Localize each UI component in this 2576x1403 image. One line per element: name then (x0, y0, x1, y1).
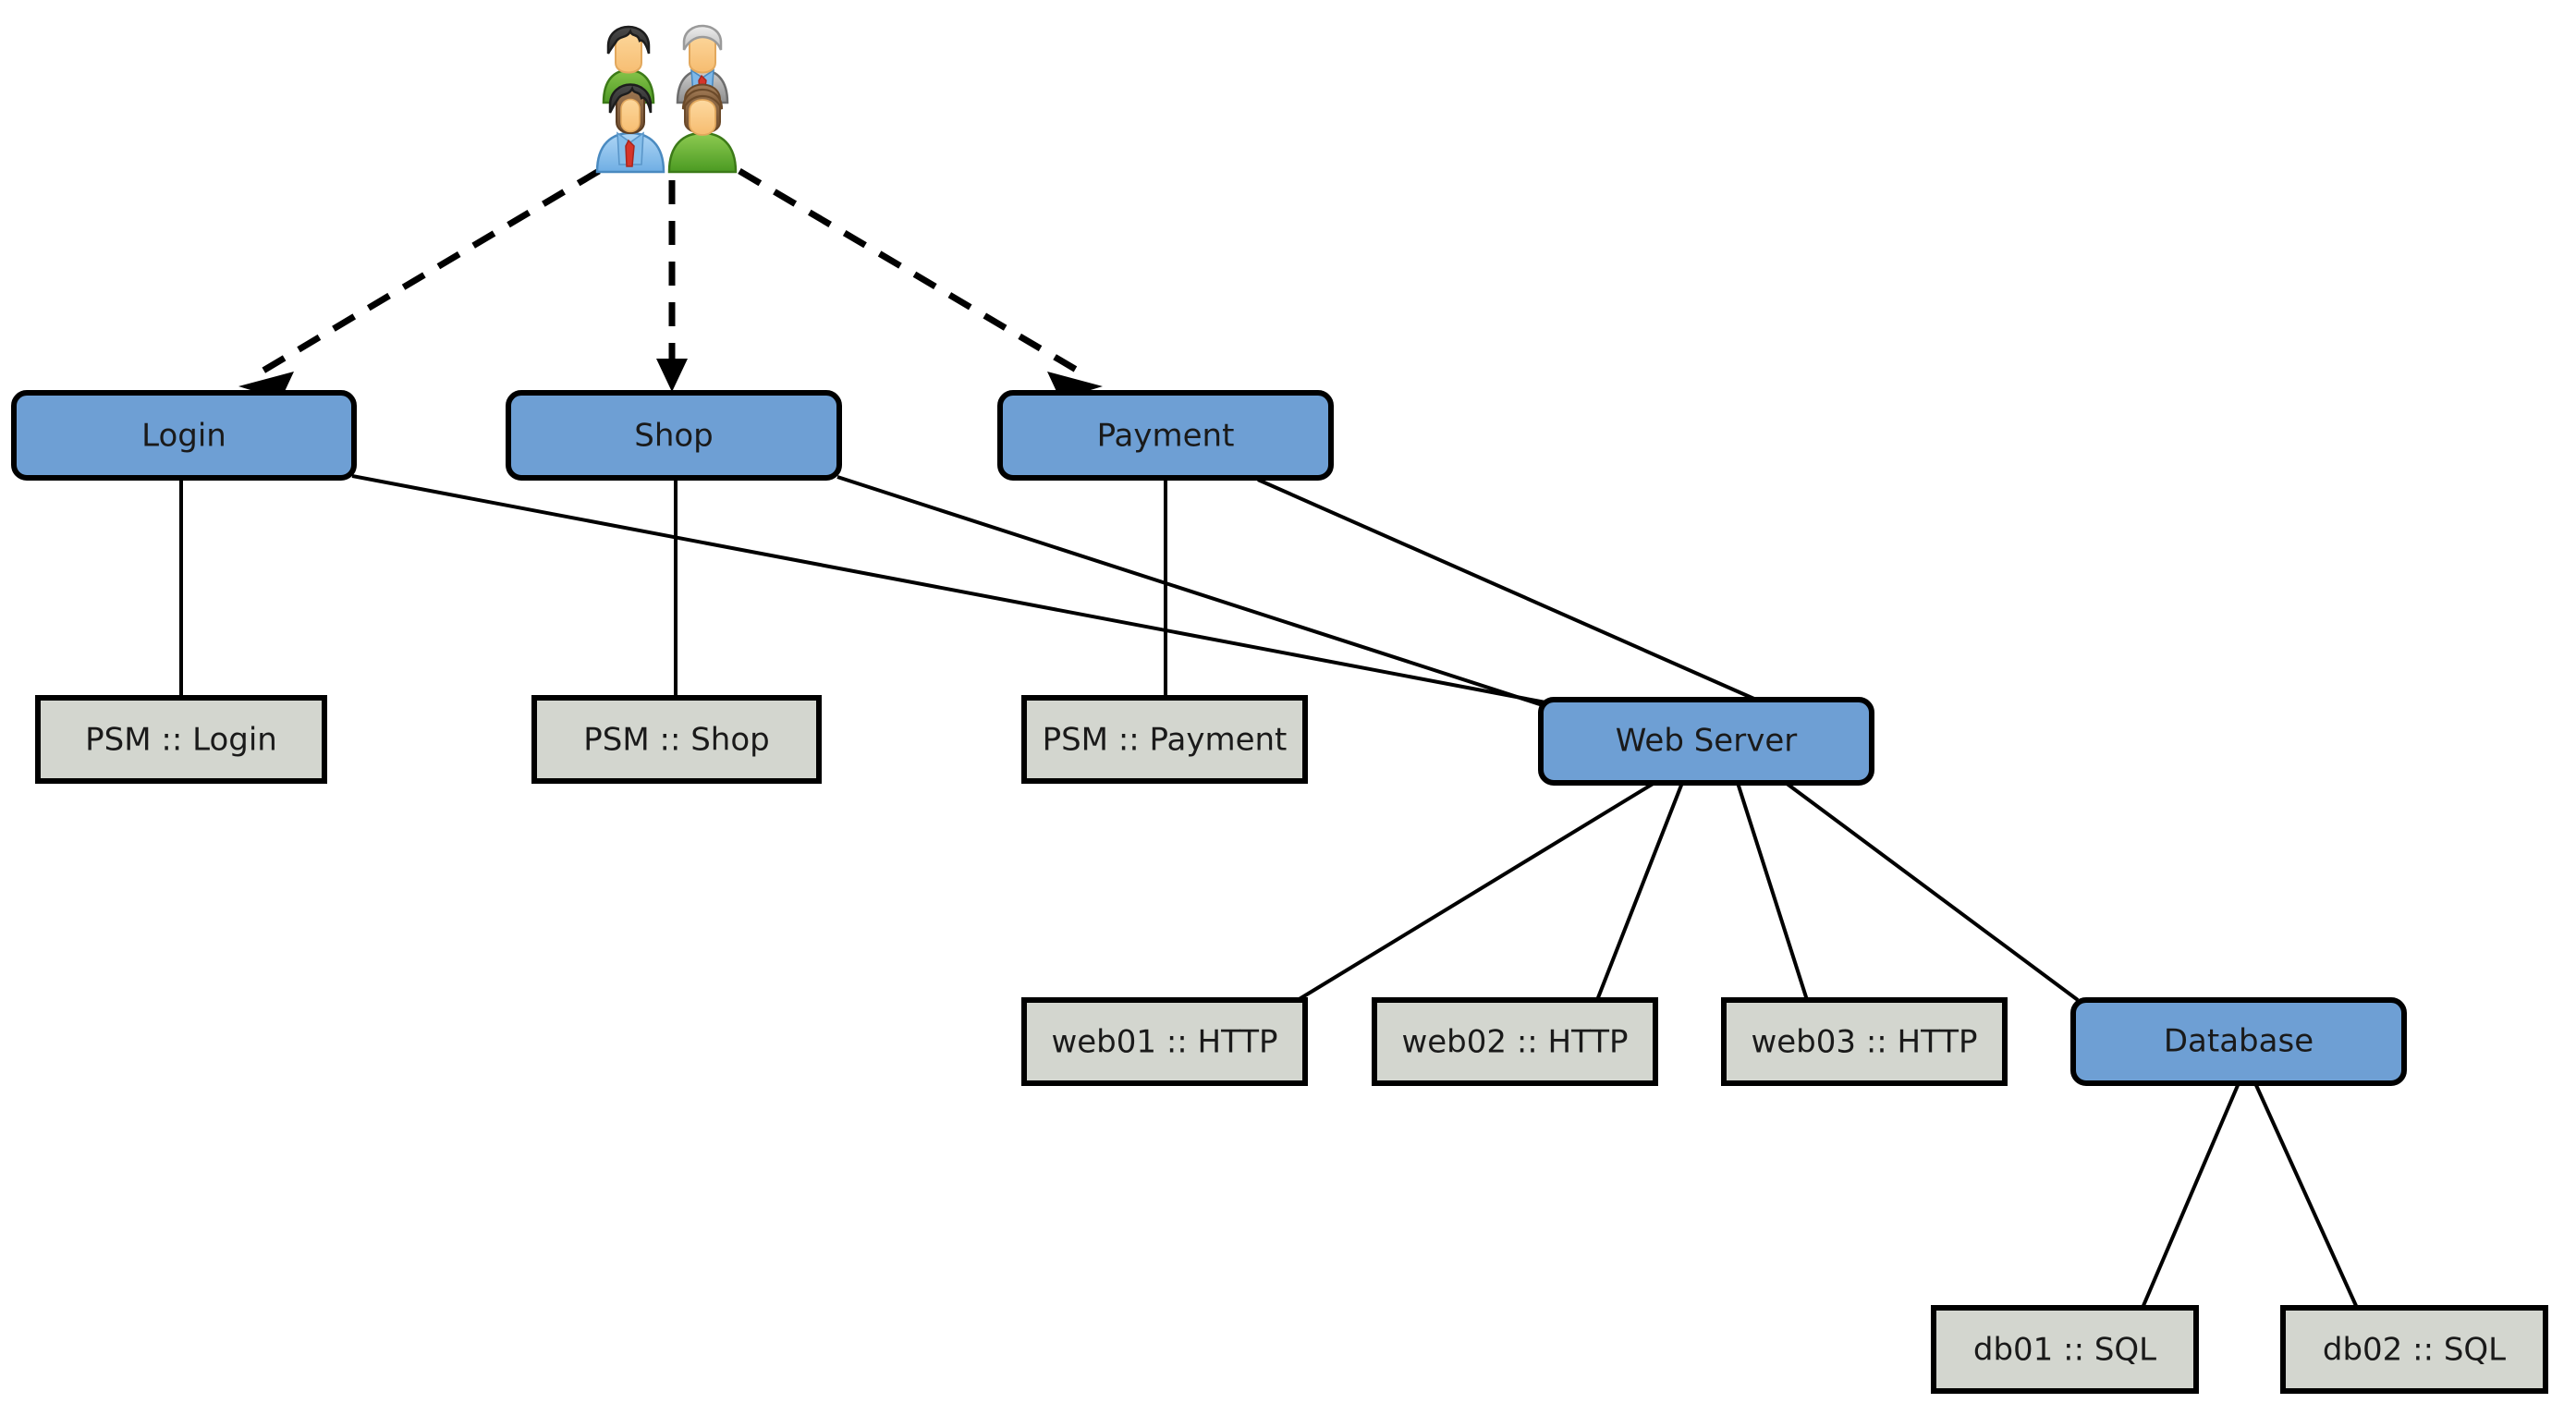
edge-web-server-to-web02 (1595, 782, 1684, 1001)
node-web-server-label: Web Server (1616, 723, 1797, 760)
edge-actor-to-payment (738, 167, 1103, 399)
node-web03[interactable]: web03 :: HTTP (1721, 997, 2008, 1086)
node-db01[interactable]: db01 :: SQL (1931, 1305, 2199, 1394)
node-web02-label: web02 :: HTTP (1401, 1024, 1628, 1061)
node-shop-label: Shop (634, 418, 714, 455)
node-psm-shop-label: PSM :: Shop (583, 722, 769, 759)
node-db02-label: db02 :: SQL (2323, 1332, 2506, 1369)
node-web01-label: web01 :: HTTP (1051, 1024, 1277, 1061)
edge-actor-to-shop (656, 180, 688, 392)
edge-database-to-db02 (2253, 1082, 2359, 1309)
node-login-label: Login (141, 418, 226, 455)
node-psm-login[interactable]: PSM :: Login (35, 695, 327, 784)
edge-web-server-to-web01 (1296, 781, 1656, 1002)
node-psm-payment[interactable]: PSM :: Payment (1021, 695, 1308, 784)
edge-web-server-to-database (1784, 781, 2080, 1002)
node-database-label: Database (2164, 1023, 2314, 1060)
user-avatar-front-right (667, 83, 738, 174)
node-payment-label: Payment (1097, 418, 1235, 455)
edge-shop-to-web-server (836, 475, 1546, 708)
node-psm-login-label: PSM :: Login (85, 722, 277, 759)
node-web03-label: web03 :: HTTP (1751, 1024, 1977, 1061)
node-web01[interactable]: web01 :: HTTP (1021, 997, 1308, 1086)
edge-payment-to-web-server (1257, 478, 1757, 702)
edge-actor-to-login (238, 167, 601, 399)
node-db02[interactable]: db02 :: SQL (2280, 1305, 2548, 1394)
edge-login-to-web-server (351, 474, 1546, 704)
node-login[interactable]: Login (11, 390, 357, 481)
node-psm-shop[interactable]: PSM :: Shop (531, 695, 822, 784)
user-avatar-front-left (595, 83, 665, 174)
node-shop[interactable]: Shop (506, 390, 842, 481)
group-of-users-icon[interactable] (573, 6, 758, 195)
node-database[interactable]: Database (2070, 997, 2407, 1086)
node-db01-label: db01 :: SQL (1973, 1332, 2156, 1369)
edge-database-to-db01 (2141, 1082, 2240, 1309)
node-web02[interactable]: web02 :: HTTP (1372, 997, 1658, 1086)
edge-web-server-to-web03 (1736, 782, 1809, 1001)
node-web-server[interactable]: Web Server (1538, 697, 1874, 786)
node-psm-payment-label: PSM :: Payment (1043, 722, 1288, 759)
node-payment[interactable]: Payment (997, 390, 1334, 481)
